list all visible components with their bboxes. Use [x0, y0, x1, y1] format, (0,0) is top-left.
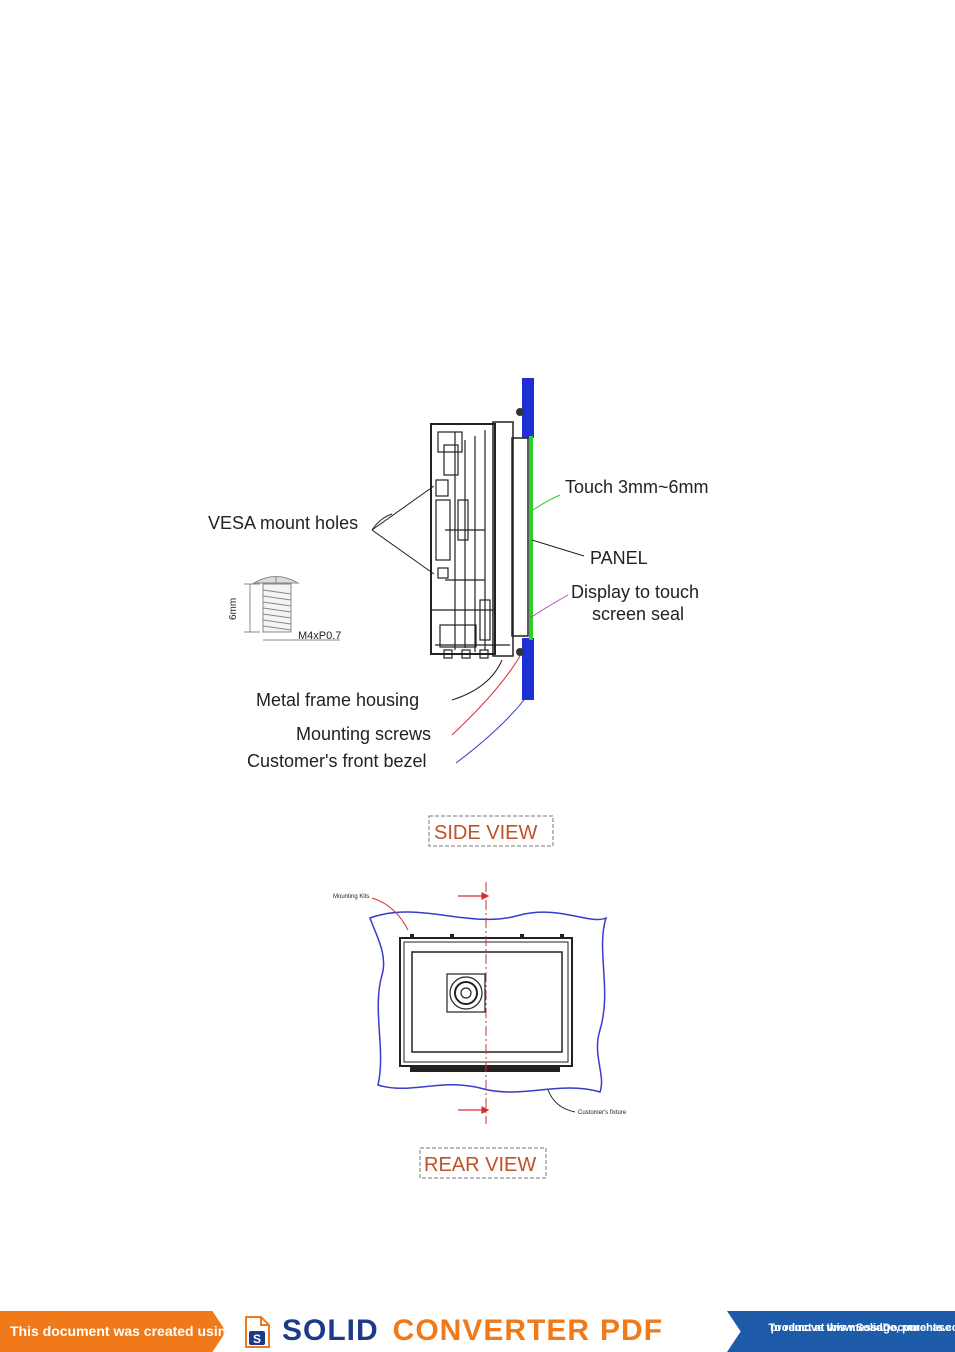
screw-top — [516, 408, 524, 416]
mounting-kits-label: Mounting Kits — [333, 894, 369, 900]
mounting-screws-label: Mounting screws — [296, 724, 431, 744]
side-view-title-box — [428, 815, 554, 847]
vesa-label: VESA mount holes — [208, 513, 358, 533]
mounting-kits-leader — [371, 897, 409, 931]
banner-purchase-link[interactable]: To remove this message, purchase the pro… — [727, 1311, 955, 1352]
panel-label: PANEL — [590, 548, 648, 568]
customer-fixture-outline — [369, 911, 608, 1093]
mounting-kit-marks — [410, 934, 564, 938]
converter-banner: This document was created using S SOLID C… — [0, 1311, 955, 1352]
housing-internals — [431, 430, 510, 659]
section-arrows — [458, 892, 490, 1114]
panel-glass — [511, 437, 529, 637]
fixture-leader — [547, 1089, 576, 1113]
rear-view-drawing: Mounting Kits Customer's fixture REAR VI… — [333, 882, 627, 1179]
seal-label-line1: Display to touch — [571, 582, 699, 602]
front-bezel-label: Customer's front bezel — [247, 751, 427, 771]
touch-layer — [529, 436, 533, 640]
banner-left-arrow: This document was created using — [0, 1311, 226, 1352]
banner-right-line1: To remove this message, purchase the — [768, 1322, 955, 1334]
seal-label-line2: screen seal — [592, 604, 684, 624]
screw-bottom — [516, 648, 524, 656]
screw-thread-label: M4xP0.7 — [298, 630, 341, 642]
front-bezel-lower — [522, 638, 534, 700]
fixture-label: Customer's fixture — [578, 1110, 627, 1116]
rear-panel-area — [411, 951, 563, 1053]
brand-converter: CONVERTER — [392, 1314, 591, 1347]
side-view-title: SIDE VIEW — [434, 822, 537, 844]
metal-frame-label: Metal frame housing — [256, 690, 419, 710]
rear-view-title-box — [419, 1147, 547, 1179]
bottom-connectors — [410, 1066, 560, 1072]
metal-frame-housing — [430, 423, 496, 655]
front-bezel-upper — [522, 378, 534, 438]
technical-drawing: Touch 3mm~6mm VESA mount holes PANEL Dis… — [208, 378, 709, 1179]
document-logo-icon: S — [245, 1316, 270, 1348]
banner-right-line2: product at www.SolidDocuments.com — [770, 1322, 955, 1334]
banner-right-text: To remove this message, purchase the pro… — [747, 1316, 955, 1334]
touch-label: Touch 3mm~6mm — [565, 477, 709, 497]
brand-wordmark: SOLID CONVERTER PDF — [282, 1314, 663, 1348]
rear-view-title: REAR VIEW — [424, 1154, 536, 1176]
banner-left-text: This document was created using — [10, 1323, 235, 1339]
brand-pdf: PDF — [600, 1314, 664, 1347]
brand-solid: SOLID — [282, 1314, 379, 1347]
fan-icon — [446, 973, 486, 1013]
screw-height-label: 6mm — [228, 598, 239, 620]
housing-front — [492, 421, 514, 657]
leader-lines — [371, 485, 585, 764]
svg-text:S: S — [253, 1332, 261, 1346]
side-view-drawing: Touch 3mm~6mm VESA mount holes PANEL Dis… — [208, 378, 709, 847]
screw-detail — [244, 576, 340, 641]
